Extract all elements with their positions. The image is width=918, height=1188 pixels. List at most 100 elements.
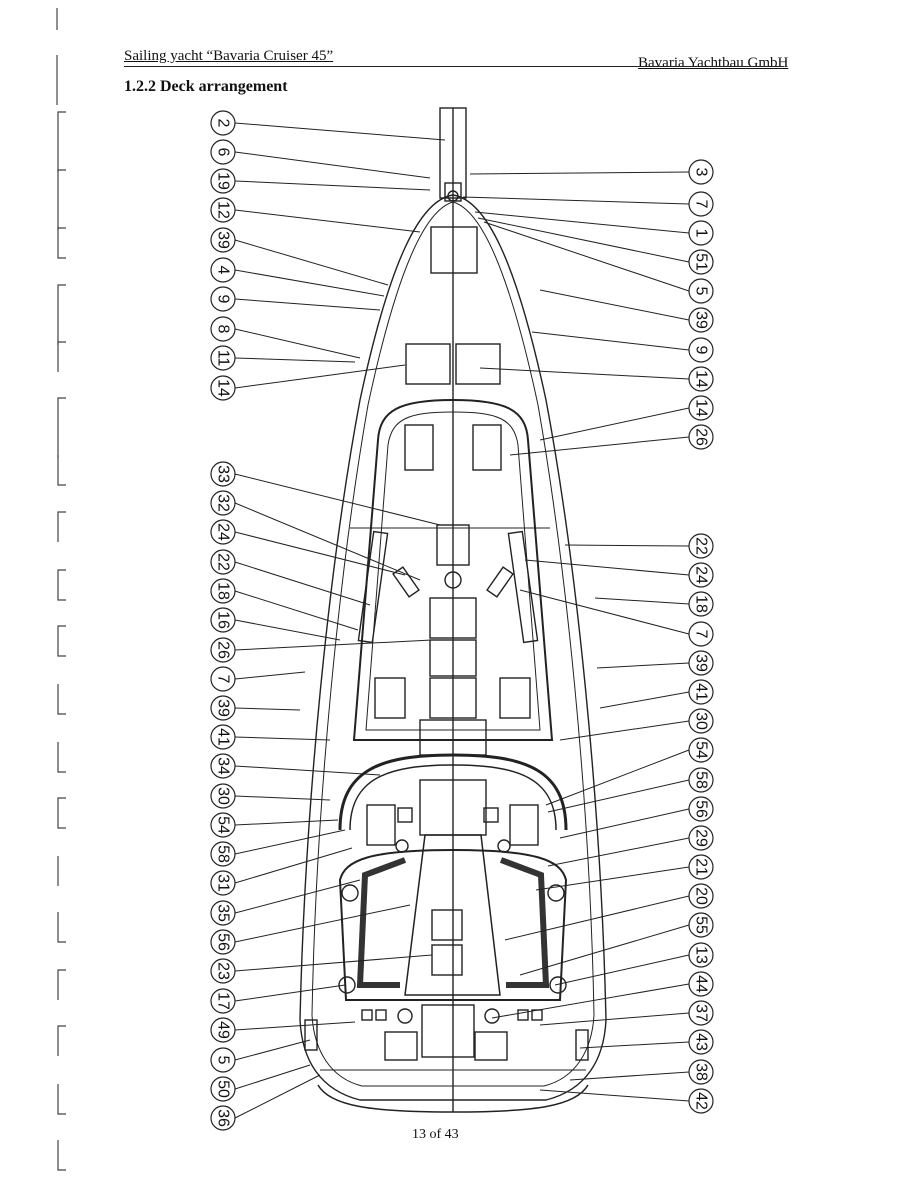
callout-circle (688, 533, 714, 559)
leader-line (474, 211, 690, 234)
leader-line (509, 436, 690, 456)
leader-line (234, 531, 406, 576)
callout-number: 5 (693, 287, 710, 296)
callout-circle (210, 1105, 236, 1131)
callout-number: 50 (215, 1080, 232, 1098)
leader-line (234, 619, 341, 641)
callout-number: 30 (215, 787, 232, 805)
leader-line (234, 298, 381, 311)
leader-line (539, 289, 690, 321)
page-number: 13 of 43 (412, 1127, 459, 1142)
leader-line (234, 639, 433, 651)
leader-line (234, 269, 385, 297)
callout-circle (210, 1047, 236, 1073)
callout-number: 21 (693, 858, 710, 876)
callout-circle (210, 783, 236, 809)
callout-circle (688, 708, 714, 734)
leader-line (234, 795, 331, 801)
leader-line (547, 779, 690, 813)
leader-line (539, 1012, 690, 1026)
callout-number: 7 (215, 675, 232, 684)
callout-circle (688, 1029, 714, 1055)
callout-number: 41 (215, 728, 232, 746)
callout-circle (688, 825, 714, 851)
callout-number: 38 (693, 1063, 710, 1081)
callout-number: 16 (215, 611, 232, 629)
leader-line (234, 590, 359, 631)
callout-circle (210, 110, 236, 136)
callout-circle (688, 591, 714, 617)
callout-number: 34 (215, 757, 232, 775)
callout-circle (688, 307, 714, 333)
leader-line (599, 691, 690, 709)
leader-line (564, 544, 690, 547)
transom (317, 1084, 589, 1113)
callout-number: 41 (693, 683, 710, 701)
leader-line (594, 597, 690, 605)
callout-circle (688, 883, 714, 909)
callout-circle (210, 1076, 236, 1102)
callout-number: 54 (215, 816, 232, 834)
callout-number: 20 (693, 887, 710, 905)
leader-line (234, 904, 411, 943)
callout-circle (688, 1000, 714, 1026)
callout-number: 49 (215, 1021, 232, 1039)
leader-line (569, 1071, 690, 1081)
callout-number: 44 (693, 975, 710, 993)
leader-line (535, 866, 690, 891)
callout-circle (210, 724, 236, 750)
callout-circle (210, 316, 236, 342)
track-port (357, 530, 389, 644)
callout-number: 19 (215, 172, 232, 190)
leader-line (234, 1039, 311, 1061)
callout-number: 22 (215, 553, 232, 571)
callout-circle (210, 695, 236, 721)
cockpit (338, 848, 568, 1001)
callout-number: 51 (693, 253, 710, 271)
callout-number: 39 (215, 231, 232, 249)
leader-line (462, 196, 690, 205)
callout-number: 32 (215, 494, 232, 512)
callout-number: 14 (693, 399, 710, 417)
leader-line (234, 1074, 321, 1119)
leader-line (545, 749, 690, 806)
leader-line (234, 847, 353, 884)
callout-circle (210, 929, 236, 955)
callout-number: 56 (693, 800, 710, 818)
callout-number: 35 (215, 904, 232, 922)
leader-line (504, 895, 690, 941)
callout-circle (210, 753, 236, 779)
callout-number: 58 (215, 845, 232, 863)
leader-line (234, 736, 331, 741)
callout-circle (688, 854, 714, 880)
callout-number: 13 (693, 946, 710, 964)
callouts-left: 2619123949811143332242218162673941343054… (210, 110, 446, 1131)
callout-circle (210, 578, 236, 604)
callout-circle (688, 562, 714, 588)
callout-circle (688, 278, 714, 304)
leader-line (234, 357, 356, 363)
callout-circle (688, 220, 714, 246)
leader-line (483, 221, 690, 292)
callout-circle (688, 621, 714, 647)
leader-line (234, 819, 339, 826)
leader-line (234, 239, 389, 286)
callout-number: 2 (215, 119, 232, 128)
callout-number: 29 (693, 829, 710, 847)
leader-line (579, 1041, 690, 1049)
leader-line (559, 808, 690, 839)
leader-line (477, 217, 690, 263)
callout-number: 37 (693, 1004, 710, 1022)
hatch-port (405, 343, 451, 385)
leader-line (559, 720, 690, 741)
leader-line (234, 1021, 356, 1031)
callout-circle (210, 168, 236, 194)
section-title: 1.2.2 Deck arrangement (124, 78, 288, 95)
leader-line (469, 171, 690, 175)
leader-line (234, 561, 371, 606)
coachroof (352, 398, 554, 741)
callout-number: 36 (215, 1109, 232, 1127)
callout-number: 11 (215, 350, 232, 367)
leader-line (234, 473, 441, 526)
